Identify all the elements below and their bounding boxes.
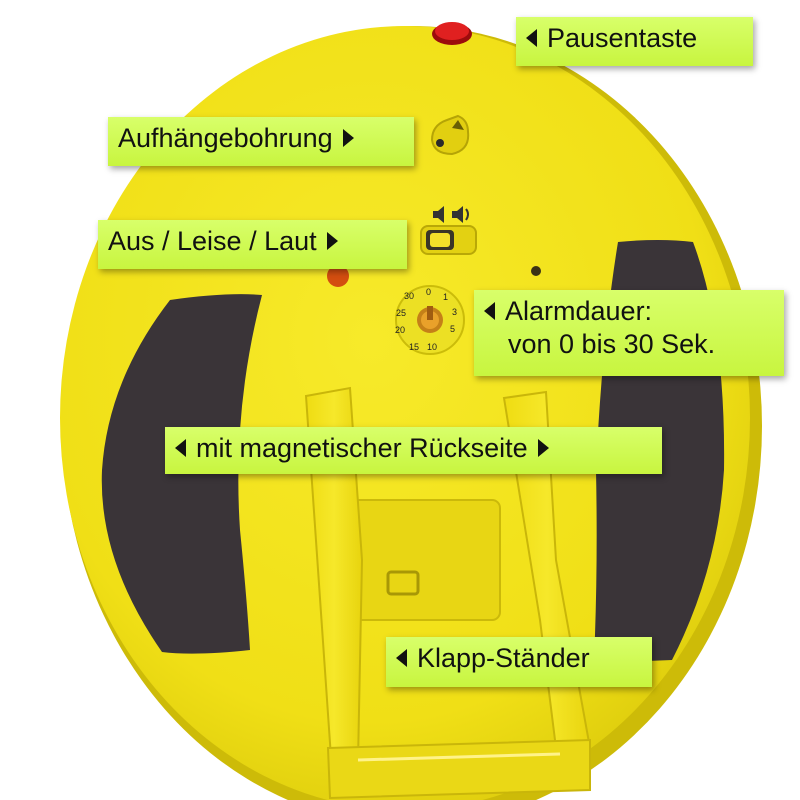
arrow-left-icon	[396, 648, 407, 667]
label-volume-switch: Aus / Leise / Laut	[98, 220, 407, 269]
speaker-quiet-icon	[433, 206, 444, 223]
stand-latch	[386, 570, 420, 596]
arrow-right-icon	[342, 128, 354, 147]
label-pause-button: Pausentaste	[516, 17, 753, 66]
sensor-hole-icon	[531, 266, 541, 276]
arrow-left-icon	[526, 28, 537, 47]
volume-switch	[420, 225, 477, 255]
dial-tick-label: 10	[427, 342, 437, 352]
label-text: Pausentaste	[547, 23, 698, 53]
arrow-left-icon	[484, 301, 495, 320]
arrow-right-icon	[326, 231, 338, 250]
stand-recess	[339, 499, 501, 621]
label-alarm-duration: Alarmdauer: von 0 bis 30 Sek.	[474, 290, 784, 376]
pause-button-icon	[432, 22, 472, 45]
label-hanging-hole: Aufhängebohrung	[108, 117, 414, 166]
arrow-right-icon	[537, 438, 549, 457]
dial-tick-label: 0	[426, 287, 431, 297]
dial-tick-label: 20	[395, 325, 405, 335]
arrow-left-icon	[175, 438, 186, 457]
label-text: Alarmdauer:	[505, 296, 653, 326]
dial-tick-label: 15	[409, 342, 419, 352]
hanging-hole-icon	[430, 114, 470, 156]
dial-tick-label: 1	[443, 292, 448, 302]
dial-tick-label: 30	[404, 291, 414, 301]
label-text-line2: von 0 bis 30 Sek.	[508, 328, 716, 359]
dial-tick-label: 3	[452, 307, 457, 317]
dial-tick-label: 5	[450, 324, 455, 334]
speaker-loud-icon	[452, 206, 469, 223]
label-text: mit magnetischer Rückseite	[196, 433, 528, 463]
label-folding-stand: Klapp-Ständer	[386, 637, 652, 687]
label-magnetic-back: mit magnetischer Rückseite	[165, 427, 662, 474]
label-text: Aufhängebohrung	[118, 123, 333, 153]
speaker-hole-icon	[327, 265, 349, 287]
alarm-dial: 0 1 3 5 10 15 20 25 30	[395, 285, 465, 355]
label-text: Aus / Leise / Laut	[108, 226, 317, 256]
dial-tick-label: 25	[396, 308, 406, 318]
label-text: Klapp-Ständer	[417, 643, 590, 673]
